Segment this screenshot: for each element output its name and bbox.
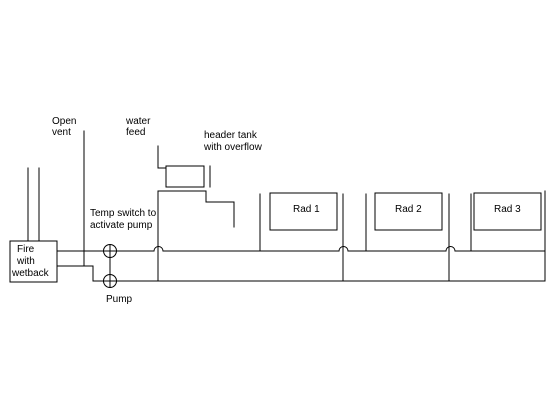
radiator-2 — [374, 192, 443, 231]
header-tank-label: header tank with overflow — [203, 130, 263, 153]
radiator-3-label: Rad 3 — [494, 204, 521, 215]
fire-label: Fire with wetback — [11, 244, 50, 279]
fire-box — [9, 240, 58, 283]
water-feed-label: water feed — [125, 116, 153, 138]
return-pipe — [56, 265, 546, 282]
temp-switch-label: Temp switch to activate pump — [90, 208, 159, 231]
radiator-pipes — [259, 193, 546, 282]
radiator-3 — [473, 192, 542, 231]
flue — [27, 167, 40, 242]
open-vent-pipe — [83, 130, 94, 282]
header-tank — [165, 165, 205, 188]
header-tank-pipes — [157, 145, 235, 282]
open-vent-label: Open vent — [52, 116, 79, 138]
radiator-1 — [269, 192, 338, 231]
temp-switch-icon — [103, 244, 117, 258]
pump-icon — [103, 274, 117, 288]
pump-label: Pump — [106, 294, 133, 305]
radiator-2-label: Rad 2 — [395, 204, 422, 215]
radiator-1-label: Rad 1 — [293, 204, 320, 215]
